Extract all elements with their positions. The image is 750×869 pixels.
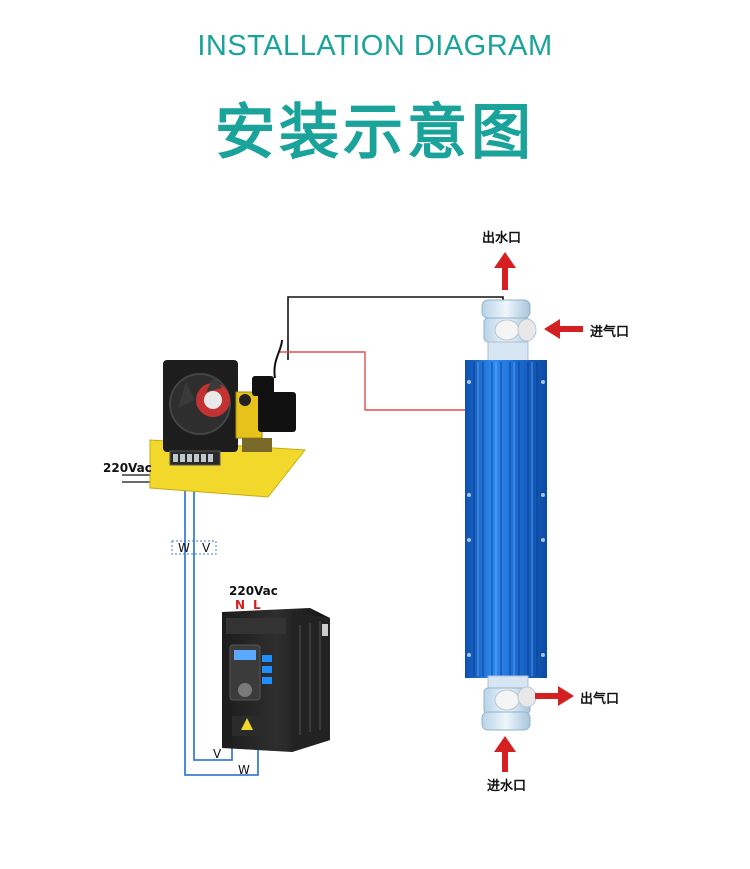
power-supply-board — [149, 339, 306, 498]
arrow-up-water-inlet-icon — [494, 736, 516, 772]
title-en: INSTALLATION DIAGRAM — [197, 30, 553, 62]
water-outlet-label: 出水口 — [482, 231, 522, 246]
power-input-label: 220Vac — [103, 461, 152, 475]
wire-v-label-bottom: V — [213, 747, 222, 761]
air-outlet-label: 出气口 — [580, 692, 620, 707]
water-inlet-label: 进水口 — [487, 779, 527, 794]
blue-wires — [184, 470, 259, 776]
title-cn: 安装示意图 — [215, 98, 535, 168]
black-wire — [287, 296, 504, 360]
wire-w-label-top: W — [178, 541, 190, 555]
wire-v-label-top: V — [202, 541, 211, 555]
arrow-right-air-outlet-icon — [535, 686, 574, 706]
ozone-generator-tube — [465, 299, 547, 731]
inverter-power-label: 220Vac — [229, 584, 278, 598]
red-wire — [280, 351, 468, 411]
frequency-inverter — [222, 608, 330, 752]
phase-l-label: L — [253, 598, 261, 612]
arrow-up-water-outlet-icon — [494, 252, 516, 290]
air-inlet-label: 进气口 — [590, 325, 630, 340]
phase-n-label: N — [235, 598, 246, 612]
wire-w-label-bottom: W — [238, 763, 250, 777]
wire-label-box — [171, 540, 217, 555]
arrow-left-air-inlet-icon — [544, 319, 583, 339]
